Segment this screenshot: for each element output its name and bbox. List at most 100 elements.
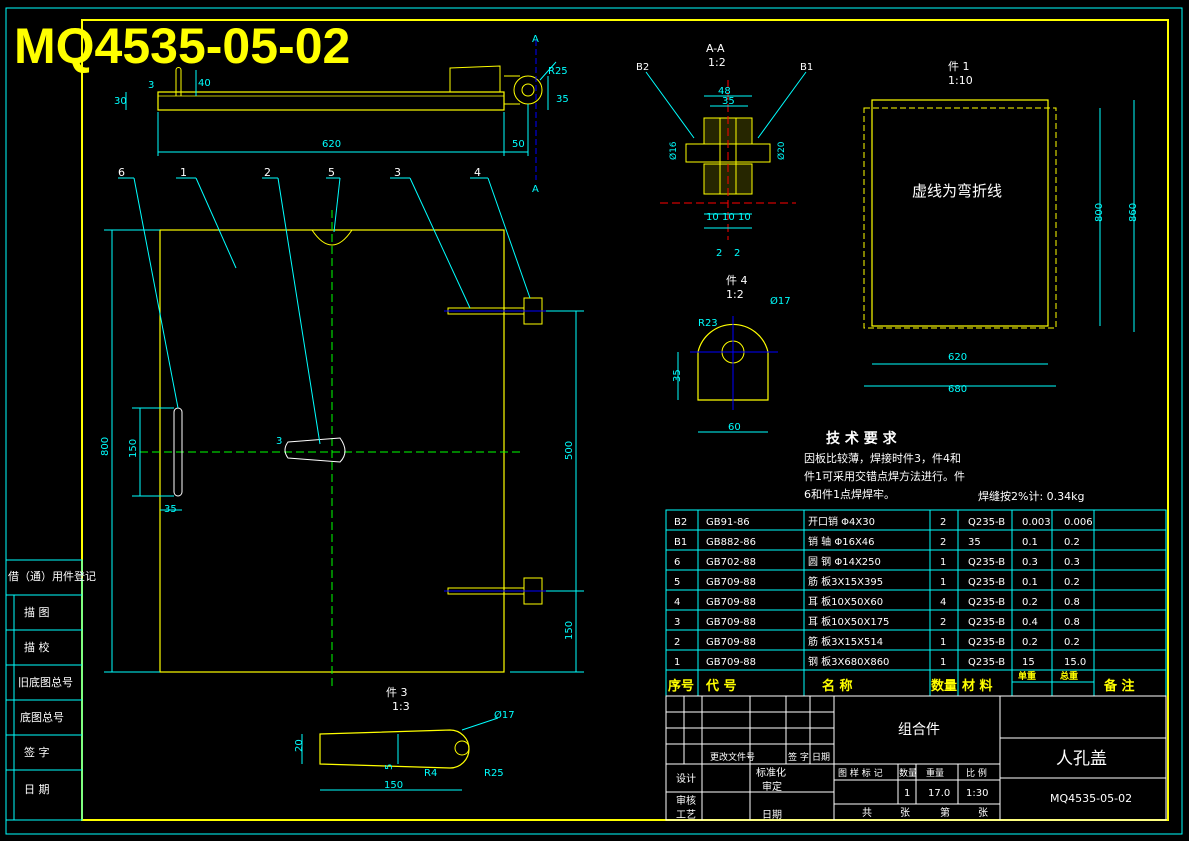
- bom-cell: 0.8: [1064, 617, 1080, 628]
- bom-header: 序号: [668, 678, 694, 694]
- inner-border: [81, 19, 1169, 821]
- dim-label: 620: [322, 139, 341, 150]
- bom-cell: 1: [940, 577, 946, 588]
- bom-cell: 15.0: [1064, 657, 1086, 668]
- part1-note: 虚线为弯折线: [912, 182, 1002, 200]
- part3-scale: 1:3: [392, 700, 410, 713]
- bom-cell: 开口销 Φ4X30: [808, 515, 875, 528]
- part3-title: 件 3: [386, 686, 408, 699]
- dim-label: 20: [294, 739, 305, 752]
- bom-cell: 0.2: [1022, 637, 1038, 648]
- bom-cell: 0.4: [1022, 617, 1038, 628]
- bom-header: 总重: [1060, 670, 1078, 682]
- tech-req-line: 6和件1点焊焊牢。: [804, 487, 895, 501]
- dim-label: Ø17: [494, 709, 515, 721]
- bom-cell: B1: [674, 537, 687, 548]
- main-plan-view: [104, 177, 584, 688]
- callout-6: 6: [118, 166, 125, 179]
- callout-3: 3: [394, 166, 401, 179]
- callout-5: 5: [328, 166, 335, 179]
- stage-label: 比 例: [966, 767, 987, 779]
- drawing-name: 人孔盖: [1056, 749, 1107, 769]
- top-side-view: [125, 40, 557, 180]
- bom-cell: 0.2: [1064, 577, 1080, 588]
- part1-scale: 1:10: [948, 74, 973, 87]
- bom-cell: 4: [940, 597, 946, 608]
- bom-cell: Q235-B: [968, 557, 1005, 568]
- bom-cell: 4: [674, 597, 680, 608]
- bom-cell: 0.1: [1022, 537, 1038, 548]
- bom-cell: 1: [940, 637, 946, 648]
- title-row-label: 签 字: [788, 751, 809, 763]
- bom-cell: 耳 板10X50X175: [808, 615, 889, 628]
- dim-label: R4: [424, 768, 437, 779]
- stage-label: 重量: [926, 767, 944, 779]
- dim-label: 35: [672, 369, 683, 382]
- callout-b1: B1: [800, 62, 813, 73]
- dim-label: 3: [148, 80, 154, 91]
- bom-cell: 0.2: [1064, 637, 1080, 648]
- bom-cell: 0.1: [1022, 577, 1038, 588]
- sheet-label: 第: [940, 806, 950, 819]
- dim-label: 150: [384, 780, 403, 791]
- dim-label: Ø20: [776, 141, 787, 160]
- bom-cell: 圆 钢 Φ14X250: [808, 555, 881, 568]
- bom-cell: 筋 板3X15X395: [808, 575, 883, 588]
- bom-cell: 筋 板3X15X514: [808, 635, 883, 648]
- sign-label: 标准化: [756, 766, 786, 779]
- stage-label: 数量: [899, 767, 917, 779]
- weld-note: 焊缝按2%计: 0.34kg: [978, 489, 1085, 503]
- bom-cell: 5: [674, 577, 680, 588]
- dim-label: 860: [1128, 203, 1139, 222]
- bom-cell: 1: [674, 657, 680, 668]
- bom-cell: 1: [940, 557, 946, 568]
- callout-2: 2: [264, 166, 271, 179]
- dim-label: 680: [948, 384, 967, 395]
- dim-label: 3: [276, 436, 282, 447]
- dim-label: 35: [722, 96, 735, 107]
- dim-label: 60: [728, 422, 741, 433]
- title-row-label: 日期: [812, 752, 830, 763]
- dim-label: 150: [564, 621, 575, 640]
- bom-cell: B2: [674, 517, 687, 528]
- sign-label: 设计: [676, 772, 696, 785]
- bom-cell: 1: [940, 657, 946, 668]
- drawing-number-small: MQ4535-05-02: [1050, 792, 1132, 805]
- bom-cell: 0.8: [1064, 597, 1080, 608]
- bom-cell: GB702-88: [706, 557, 756, 568]
- part4-title: 件 4: [726, 274, 748, 287]
- dim-label: 10: [738, 212, 751, 223]
- bom-cell: Q235-B: [968, 577, 1005, 588]
- bom-cell: Q235-B: [968, 657, 1005, 668]
- dim-label: 620: [948, 352, 967, 363]
- left-panel-title: 借（通）用件登记: [8, 569, 96, 583]
- section-aa-title: A-A: [706, 42, 725, 55]
- section-aa-view: [645, 71, 807, 240]
- callout-1: 1: [180, 166, 187, 179]
- bom-cell: Q235-B: [968, 637, 1005, 648]
- dim-label: 35: [556, 94, 569, 105]
- dim-label: 500: [564, 441, 575, 460]
- sign-label: 工艺: [676, 809, 696, 821]
- assembly-label: 组合件: [898, 722, 940, 738]
- dim-label: 10: [722, 212, 735, 223]
- part4-scale: 1:2: [726, 288, 744, 301]
- title-row-label: 更改文件号: [710, 751, 755, 763]
- dim-label: 50: [512, 139, 525, 150]
- part1-title: 件 1: [948, 60, 970, 73]
- part1-view: [863, 99, 1135, 387]
- bom-cell: 2: [674, 637, 680, 648]
- left-register-panel: [5, 559, 83, 821]
- bom-cell: GB91-86: [706, 517, 750, 528]
- left-panel-row: 底图总号: [20, 710, 64, 724]
- bom-cell: 15: [1022, 657, 1035, 668]
- bom-cell: Q235-B: [968, 597, 1005, 608]
- bom-cell: GB709-88: [706, 637, 756, 648]
- bom-cell: 2: [940, 617, 946, 628]
- section-aa-scale: 1:2: [708, 56, 726, 69]
- bom-cell: 0.006: [1064, 517, 1093, 528]
- weight-value: 17.0: [928, 788, 950, 799]
- part4-view: [677, 316, 778, 433]
- sign-label: 审定: [762, 780, 782, 793]
- bom-cell: 6: [674, 557, 680, 568]
